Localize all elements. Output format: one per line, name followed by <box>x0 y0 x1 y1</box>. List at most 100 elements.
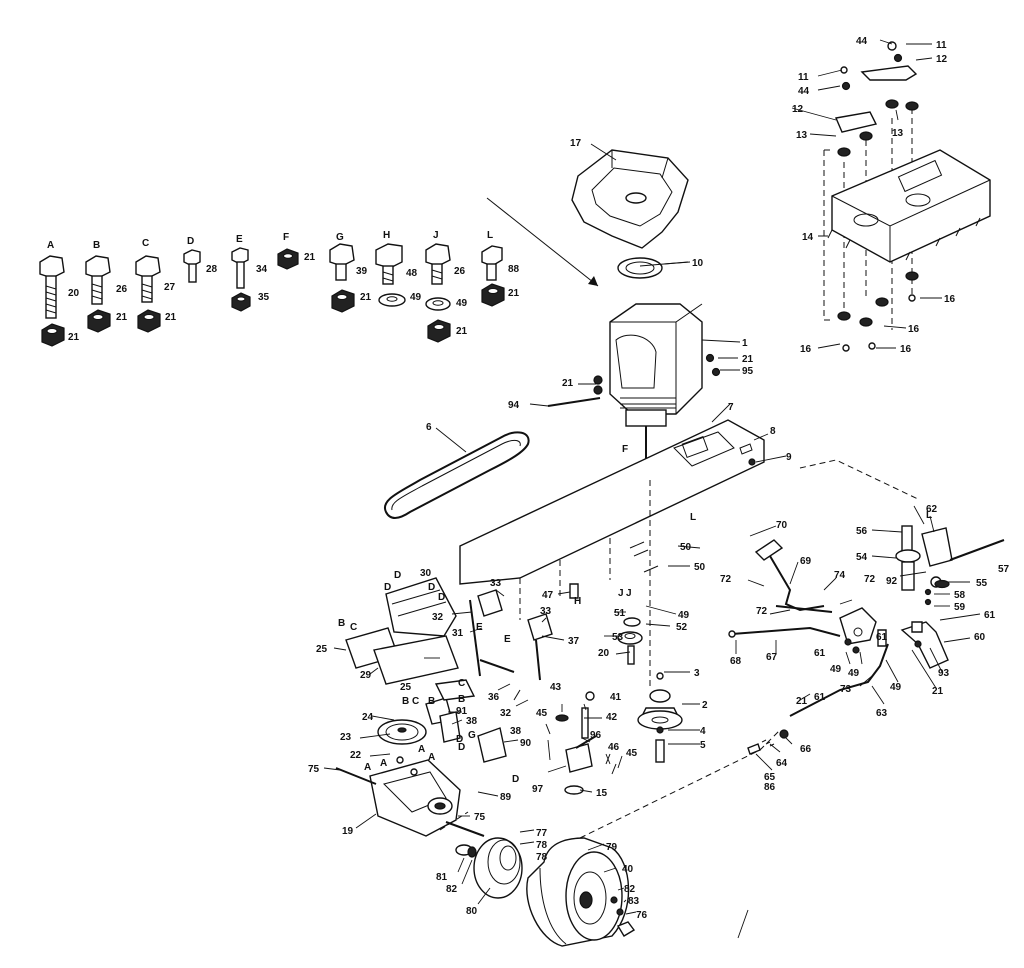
callout: 45 <box>536 708 548 719</box>
callout: 77 <box>536 828 548 839</box>
callout: 75 <box>474 812 486 823</box>
hw-letter: C <box>142 238 149 249</box>
ref-letter: B <box>428 696 435 707</box>
callout: 59 <box>954 602 966 613</box>
callout: 23 <box>340 732 352 743</box>
callout: 61 <box>814 692 826 703</box>
wheel-assembly <box>455 837 636 947</box>
transaxle <box>335 719 485 837</box>
callout: 44 <box>856 36 868 47</box>
callout: 44 <box>798 86 810 97</box>
callout: 62 <box>926 504 938 515</box>
nut-f <box>277 248 299 270</box>
ref-letter: C <box>412 696 419 707</box>
hw-number: 35 <box>258 292 270 303</box>
seat-spring <box>617 257 663 279</box>
ref-letter: D <box>438 592 445 603</box>
hw-letter: B <box>93 240 100 251</box>
ref-letter: L <box>926 510 932 521</box>
ref-letter: E <box>476 622 483 633</box>
callout: 72 <box>864 574 876 585</box>
callout: 94 <box>508 400 520 411</box>
hw-number: 49 <box>456 298 468 309</box>
callout: 82 <box>446 884 458 895</box>
bolt-b <box>85 255 111 333</box>
ref-letter: A <box>428 752 435 763</box>
callout: 80 <box>466 906 478 917</box>
frame <box>459 419 765 620</box>
callout: 38 <box>466 716 478 727</box>
callout: 95 <box>742 366 754 377</box>
ref-letter: A <box>380 758 387 769</box>
hw-number: 28 <box>206 264 218 275</box>
hw-number: 21 <box>116 312 128 323</box>
hw-number: 26 <box>454 266 466 277</box>
hw-letter: F <box>283 232 289 243</box>
ref-letter: E <box>504 634 511 645</box>
hardware-number-labels: 20 26 27 28 34 21 39 48 26 88 21 21 21 3… <box>68 252 520 343</box>
callout: 25 <box>316 644 328 655</box>
seat <box>571 149 689 249</box>
ref-letter: A <box>418 744 425 755</box>
ref-letter: A <box>364 762 371 773</box>
hw-number: 27 <box>164 282 176 293</box>
callout: 92 <box>886 576 898 587</box>
callout: 76 <box>636 910 648 921</box>
hw-number: 21 <box>360 292 372 303</box>
callout: 49 <box>848 668 860 679</box>
ref-letter: J <box>618 588 624 599</box>
callout: 54 <box>856 552 868 563</box>
callout: 90 <box>520 738 532 749</box>
callout: 61 <box>984 610 996 621</box>
callout: 2 <box>702 700 708 711</box>
ref-letter: D <box>428 582 435 593</box>
callout: 47 <box>542 590 554 601</box>
callout: 67 <box>766 652 778 663</box>
callout: 19 <box>342 826 354 837</box>
callout: 56 <box>856 526 868 537</box>
callout: 30 <box>420 568 432 579</box>
hw-number: 21 <box>456 326 468 337</box>
callout: 81 <box>436 872 448 883</box>
bolt-j <box>425 243 451 343</box>
callout: 7 <box>728 402 734 413</box>
callout: 21 <box>932 686 944 697</box>
callout: 49 <box>678 610 690 621</box>
callout: 42 <box>606 712 618 723</box>
hw-number: 39 <box>356 266 368 277</box>
callout: 11 <box>936 40 947 51</box>
bolt-c <box>135 255 161 333</box>
hw-letter: J <box>433 230 439 241</box>
callout: 29 <box>360 670 372 681</box>
hardware-key <box>39 243 505 347</box>
callout: 38 <box>510 726 522 737</box>
callout: 58 <box>954 590 966 601</box>
callout: 24 <box>362 712 374 723</box>
callout: 70 <box>776 520 788 531</box>
callout: 50 <box>694 562 706 573</box>
hw-letter: G <box>336 232 344 243</box>
hw-letter: E <box>236 234 243 245</box>
ref-letter: D <box>394 570 401 581</box>
callout: 69 <box>800 556 812 567</box>
drive-belt <box>383 431 530 519</box>
hw-number: 20 <box>68 288 80 299</box>
ref-letter: L <box>690 512 696 523</box>
hw-number: 48 <box>406 268 418 279</box>
callout: 74 <box>834 570 846 581</box>
ref-letter: D <box>384 582 391 593</box>
callout: 31 <box>452 628 464 639</box>
callout: 36 <box>488 692 500 703</box>
callout: 13 <box>892 128 904 139</box>
ref-letter: F <box>622 444 628 455</box>
callout: 12 <box>792 104 804 115</box>
bolt-g <box>329 243 355 313</box>
hw-number: 21 <box>508 288 520 299</box>
engine-hardware <box>547 353 721 407</box>
transmission-mount <box>345 577 579 763</box>
callout: 46 <box>608 742 620 753</box>
ref-letter: C <box>350 622 357 633</box>
hw-letter: A <box>47 240 54 251</box>
ref-letter: G <box>468 730 476 741</box>
